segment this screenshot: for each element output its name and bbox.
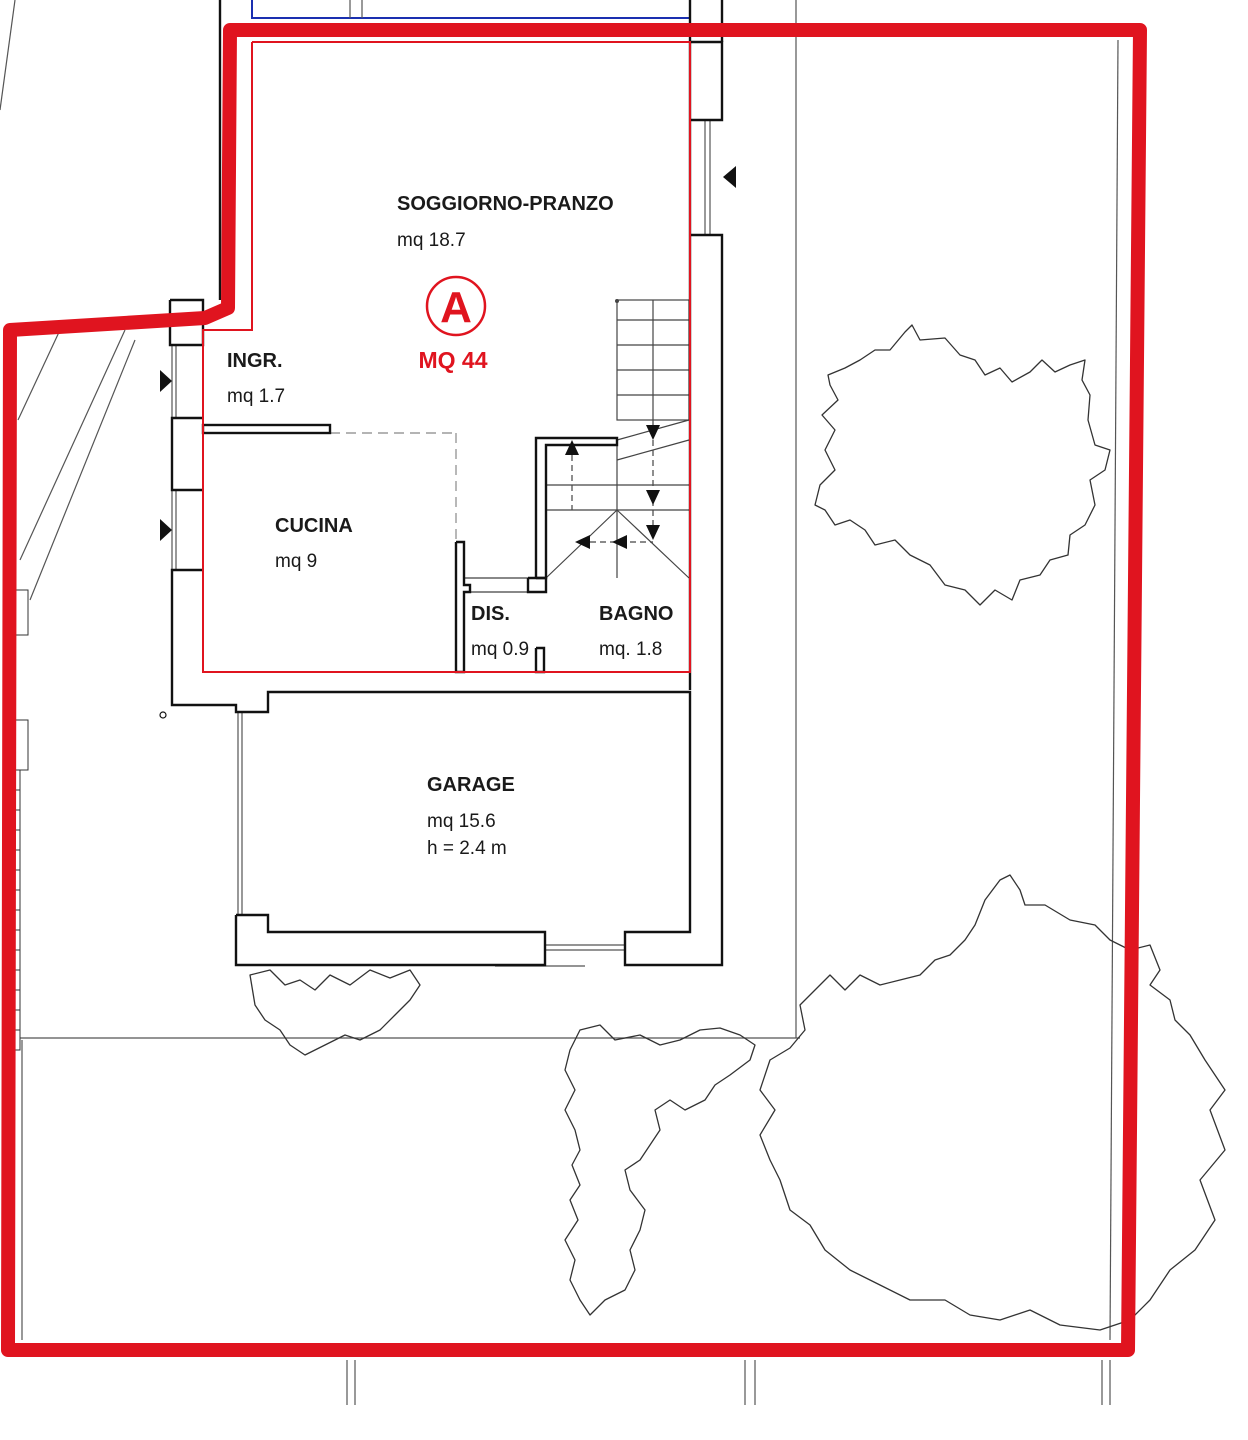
room-garage-area: mq 15.6: [427, 811, 496, 832]
room-garage-height: h = 2.4 m: [427, 838, 507, 859]
triangle-arrow-left-icon: [723, 166, 736, 188]
room-bagno-name: BAGNO: [599, 603, 673, 625]
room-dis-name: DIS.: [471, 603, 510, 625]
room-cucina-area: mq 9: [275, 551, 317, 572]
property-boundary: [1, 23, 1147, 1357]
room-soggiorno-area: mq 18.7: [397, 230, 466, 251]
stair-direction-arrow-icon: [565, 425, 660, 549]
kitchen-dashed-lines: [330, 432, 457, 545]
stair-rail-dot: [615, 299, 619, 303]
room-ingresso-name: INGR.: [227, 350, 283, 372]
unit-letter: A: [440, 283, 472, 332]
room-garage-name: GARAGE: [427, 774, 515, 796]
room-soggiorno-name: SOGGIORNO-PRANZO: [397, 193, 614, 215]
unit-marker-circle: [425, 275, 487, 337]
room-ingresso-area: mq 1.7: [227, 386, 285, 407]
tree-canopy-icon: [249, 324, 1226, 1331]
unit-a-outline: [202, 41, 691, 673]
staircase: [545, 299, 690, 579]
unit-area: MQ 44: [418, 347, 487, 373]
site-lines: [0, 0, 1119, 1405]
room-dis-area: mq 0.9: [471, 639, 529, 660]
room-bagno-area: mq. 1.8: [599, 639, 662, 660]
neighbor-unit-outline: [251, 0, 691, 19]
room-cucina-name: CUCINA: [275, 515, 353, 537]
triangle-arrow-right-icon: [160, 370, 172, 541]
post-marker: [159, 711, 167, 719]
